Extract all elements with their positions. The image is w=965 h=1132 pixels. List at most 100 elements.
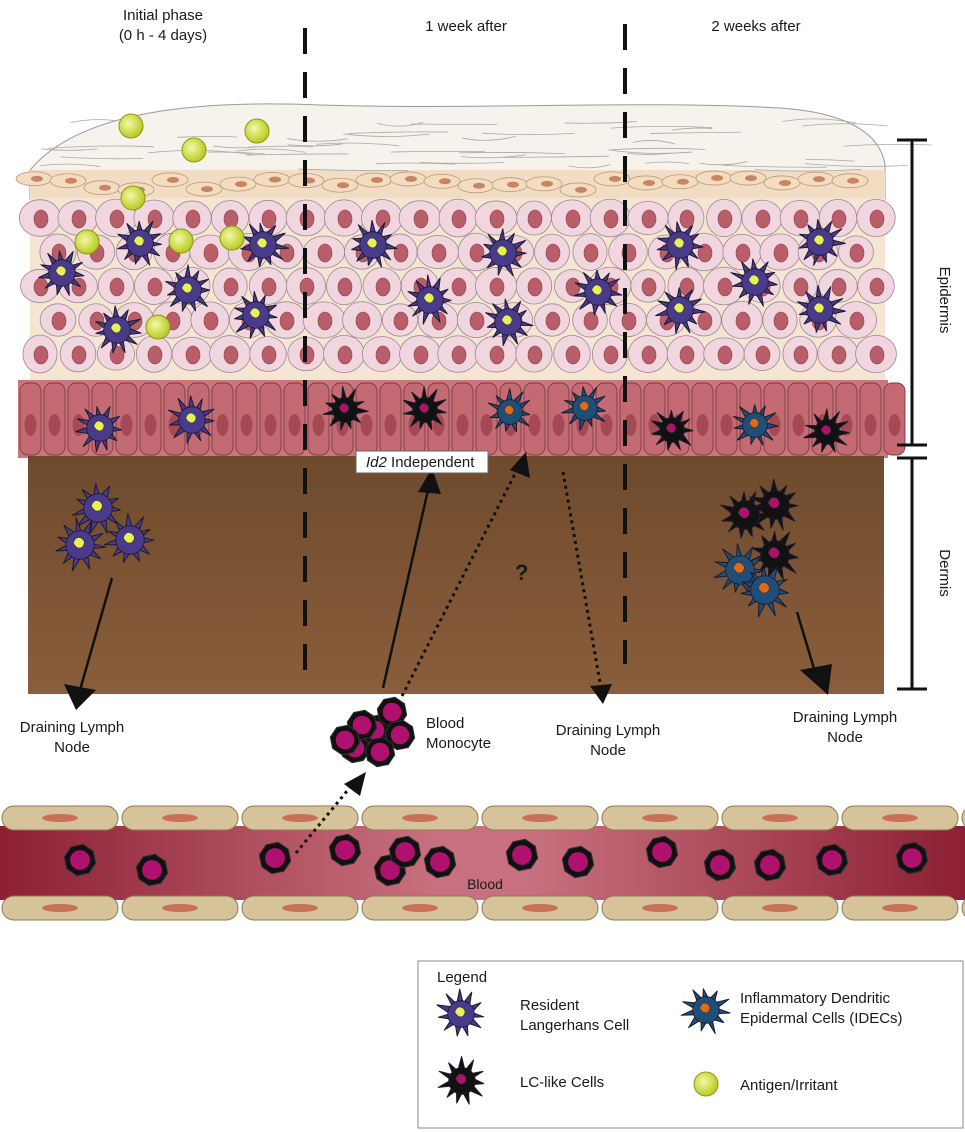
keratinocyte-nucleus [793, 345, 809, 365]
antigen-particle [168, 228, 194, 254]
keratinocyte-nucleus [773, 243, 789, 263]
langerhans-cell [38, 250, 85, 296]
keratin-strand [805, 163, 908, 167]
keratinocyte-nucleus [317, 243, 333, 263]
granular-nucleus [745, 175, 757, 182]
draining-lymph-node-1-line1: Draining Lymph [20, 719, 125, 736]
keratinocyte-nucleus [849, 311, 865, 331]
keratinocyte-nucleus [565, 345, 581, 365]
basal-nucleus [840, 414, 853, 436]
keratin-strand [782, 118, 857, 124]
legend-resident-line1: Resident [520, 997, 580, 1014]
keratinocyte-nucleus [393, 311, 409, 331]
legend-lclike-label: LC-like Cells [520, 1074, 604, 1091]
keratinocyte-nucleus [223, 277, 239, 297]
endothelial-nucleus [642, 904, 678, 912]
keratin-strand [462, 136, 516, 141]
arrow-head-lymph-1 [64, 684, 96, 710]
keratin-strand [649, 131, 741, 134]
keratinocyte-nucleus [71, 345, 87, 365]
keratinocyte-nucleus [393, 243, 409, 263]
keratin-strand [459, 152, 565, 155]
keratinocyte-nucleus [337, 345, 353, 365]
arrow-monocyte-idec [400, 465, 521, 697]
basal-nucleus [864, 414, 877, 436]
keratinocyte-nucleus [869, 345, 885, 365]
blood-monocyte-cluster-cell [329, 724, 361, 756]
keratin-strand [41, 148, 98, 151]
granular-nucleus [167, 176, 179, 183]
langerhans-cell [481, 228, 527, 277]
keratinocyte-nucleus [755, 209, 771, 229]
basal-nucleus [264, 414, 277, 436]
basal-nucleus [480, 414, 493, 436]
keratin-strand [502, 155, 609, 158]
epidermis-label: Epidermis [936, 267, 953, 334]
keratinocyte-nucleus [109, 209, 125, 229]
langerhans-cell [165, 264, 210, 312]
keratinocyte-nucleus [735, 243, 751, 263]
keratinocyte-nucleus [603, 209, 619, 229]
keratinocyte-nucleus [51, 311, 67, 331]
legend-langerhans-icon [436, 988, 485, 1037]
legend-box [417, 960, 964, 1129]
keratinocyte-nucleus [89, 311, 105, 331]
keratinocyte-nucleus [317, 311, 333, 331]
keratinocyte-nucleus [755, 345, 771, 365]
keratinocyte-nucleus [717, 209, 733, 229]
circulating-monocyte [561, 845, 595, 879]
keratin-strand [844, 143, 932, 147]
basal-nucleus [24, 414, 37, 436]
basal-nucleus [648, 414, 661, 436]
legend-lc-like-icon [437, 1056, 485, 1105]
endothelial-nucleus [162, 904, 198, 912]
circulating-monocyte [423, 845, 457, 879]
keratin-strand [482, 132, 575, 136]
basal-nucleus [528, 414, 541, 436]
endothelial-nucleus [42, 814, 78, 822]
keratinocyte-nucleus [279, 311, 295, 331]
keratinocyte-nucleus [223, 209, 239, 229]
lc-like-cell [322, 385, 369, 431]
granular-nucleus [405, 175, 417, 182]
arrow-head-monocyte-up [418, 468, 441, 494]
migrating-langerhans-cell [103, 512, 155, 563]
granular-nucleus [31, 175, 43, 182]
keratinocyte-nucleus [735, 311, 751, 331]
granular-nucleus [711, 175, 723, 182]
keratin-strand [39, 163, 101, 167]
keratinocyte-nucleus [71, 209, 87, 229]
endothelial-nucleus [402, 814, 438, 822]
endothelial-nucleus [522, 814, 558, 822]
phase-initial-title: Initial phase [123, 7, 203, 24]
arrow-head-idec-lymph [590, 684, 612, 704]
langerhans-cell [351, 219, 398, 268]
langerhans-cell [233, 290, 278, 339]
svg-text:Id2 Independent: Id2 Independent [366, 454, 475, 471]
vessel-wall-top [1, 805, 965, 831]
granular-cells [15, 170, 869, 198]
basal-nucleus [288, 414, 301, 436]
migrating-idec-cell [740, 565, 789, 618]
keratinocyte-nucleus [431, 243, 447, 263]
blood-label: Blood [467, 876, 503, 892]
langerhans-cell [240, 222, 290, 268]
dermis-label: Dermis [936, 549, 953, 597]
antigen-particle [219, 225, 245, 251]
basal-nucleus [216, 414, 229, 436]
endothelial-nucleus [402, 904, 438, 912]
keratin-strand [611, 150, 692, 154]
migration-arrows [64, 452, 832, 854]
keratinocyte-nucleus [451, 345, 467, 365]
circulating-monocyte [63, 843, 97, 877]
legend: Legend Resident Langerhans Cell LC-like … [417, 960, 964, 1129]
keratin-strand [348, 131, 448, 134]
langerhans-cell [117, 220, 163, 266]
phase-week2-title: 2 weeks after [711, 18, 800, 35]
arrow-idec-lymph [561, 471, 603, 689]
keratinocyte-nucleus [33, 209, 49, 229]
draining-lymph-node-3-line2: Node [827, 729, 863, 746]
keratinocyte-nucleus [261, 345, 277, 365]
arrow-to-lymph-3 [795, 611, 817, 673]
keratin-strand [286, 138, 348, 142]
